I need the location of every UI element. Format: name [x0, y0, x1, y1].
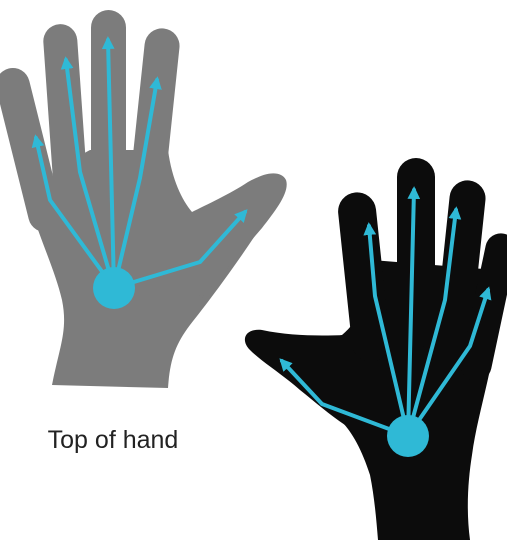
palm-of-hand-figure: [245, 158, 507, 540]
hand-back-icon: [0, 10, 287, 388]
top-of-hand-figure: [0, 10, 287, 388]
top-of-hand-caption: Top of hand: [18, 420, 208, 460]
top-hand-hub-circle: [93, 267, 135, 309]
palm-hub-circle: [387, 415, 429, 457]
